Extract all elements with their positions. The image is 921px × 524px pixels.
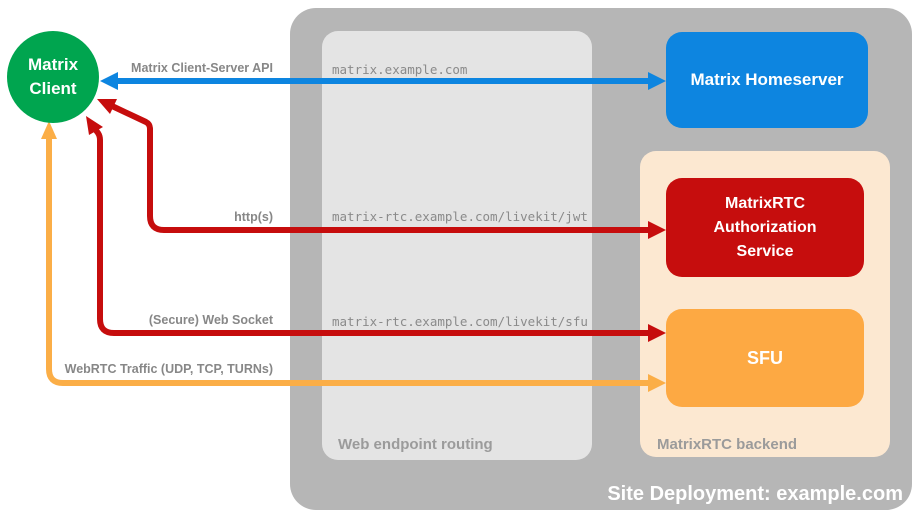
route-livekit-sfu: matrix-rtc.example.com/livekit/sfu xyxy=(332,314,588,329)
matrixrtc-backend-label: MatrixRTC backend xyxy=(657,436,798,453)
https-arrowhead-client xyxy=(97,99,117,114)
sfu-node: SFU xyxy=(666,309,864,407)
matrixrtc-authorization-service-node: MatrixRTC Authorization Service xyxy=(666,178,864,277)
matrix-client-node: Matrix Client xyxy=(7,31,99,123)
site-deployment-label: Site Deployment: example.com xyxy=(607,483,903,505)
matrix-homeserver-label: Matrix Homeserver xyxy=(690,70,844,89)
matrix-client-label: Matrix Client xyxy=(27,55,79,98)
matrix-homeserver-node: Matrix Homeserver xyxy=(666,32,868,128)
web-endpoint-routing-label: Web endpoint routing xyxy=(338,436,493,453)
client-server-api-edge-label: Matrix Client-Server API xyxy=(131,61,273,75)
sfu-label: SFU xyxy=(747,347,783,368)
https-edge-label: http(s) xyxy=(234,210,273,224)
web-endpoint-routing-container xyxy=(322,31,592,460)
route-livekit-jwt: matrix-rtc.example.com/livekit/jwt xyxy=(332,209,588,224)
webrtc-arrowhead-client xyxy=(41,121,57,139)
websocket-arrowhead-client xyxy=(86,116,103,135)
route-matrix-example-com: matrix.example.com xyxy=(332,62,468,77)
matrixrtc-authorization-service-label: MatrixRTC Authorization Service xyxy=(713,194,817,260)
webrtc-edge-label: WebRTC Traffic (UDP, TCP, TURNs) xyxy=(64,362,273,376)
websocket-edge-label: (Secure) Web Socket xyxy=(148,313,273,327)
